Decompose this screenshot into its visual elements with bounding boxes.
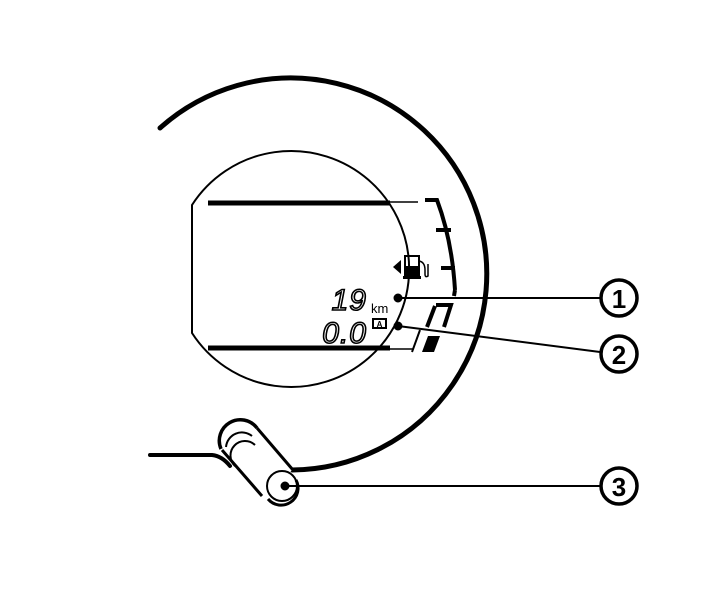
callout-3-number: 3: [612, 472, 626, 502]
fuel-warning-indicator: [393, 255, 429, 279]
callout-1-number: 1: [612, 284, 626, 314]
lcd-bottom-bar: [208, 345, 413, 351]
trip-reset-knob[interactable]: [148, 418, 300, 507]
inner-display-outline: [191, 150, 411, 388]
trip-a-label: A: [377, 320, 383, 329]
callout-2-number: 2: [612, 340, 626, 370]
outer-gauge-arc: [157, 75, 490, 473]
callout-3: 3: [599, 466, 639, 506]
fuel-low-tick: [411, 329, 421, 353]
trip-odometer-value: 0.0: [322, 317, 367, 350]
fuel-gauge-segments: [425, 198, 457, 328]
arrow-left-icon: [393, 260, 401, 274]
trip-a-indicator: A: [372, 318, 387, 329]
fuel-pump-icon: [403, 255, 429, 279]
callout-2: 2: [599, 334, 639, 374]
range-readout-unit: km: [371, 301, 388, 316]
callout-1: 1: [599, 278, 639, 318]
lcd-top-bar: [208, 200, 418, 206]
callout-leaders: [280, 293, 601, 491]
fuel-empty-segment: [422, 336, 440, 352]
range-readout-value: 19: [332, 284, 367, 317]
